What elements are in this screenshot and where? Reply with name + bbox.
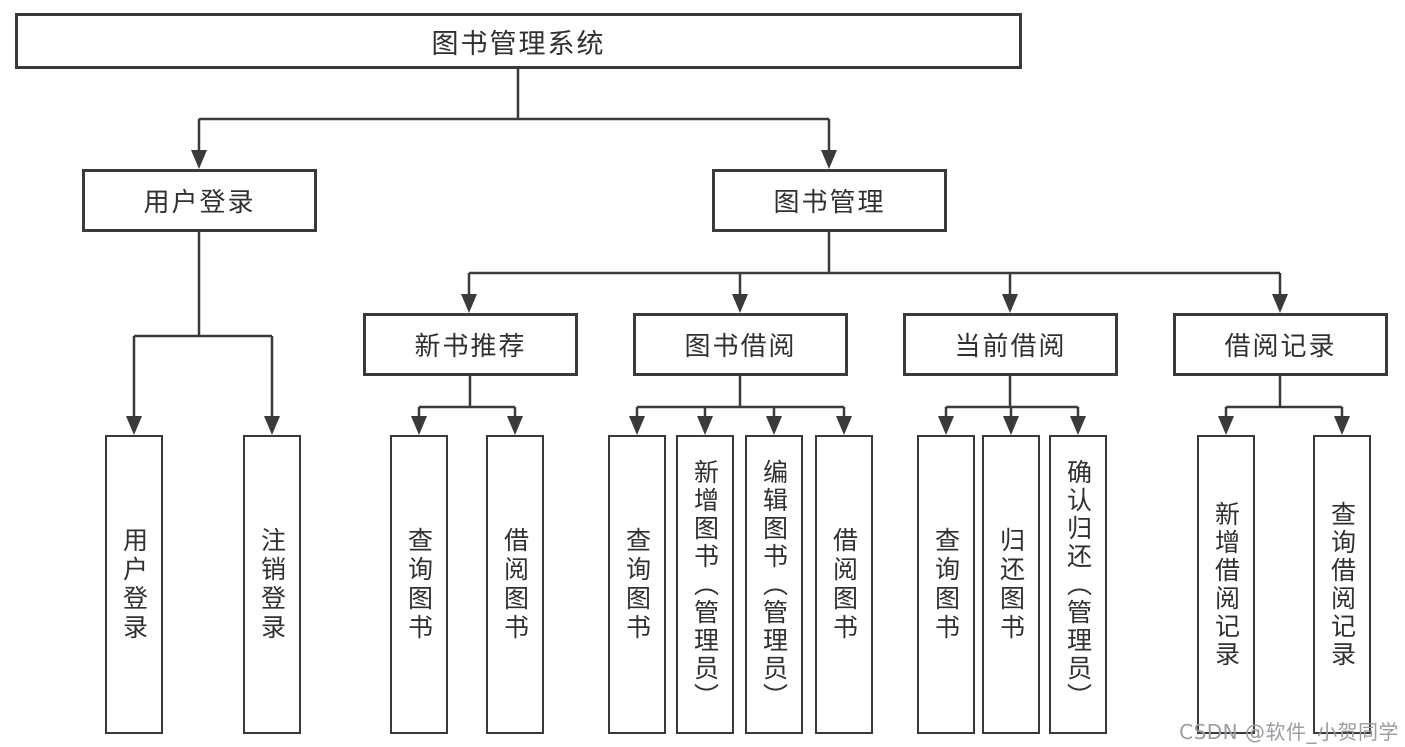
leaf-br-add-record-label: 新增借阅记录 <box>1211 500 1241 669</box>
node-user-login-label: 用户登录 <box>143 188 256 218</box>
node-root-label: 图书管理系统 <box>431 28 606 60</box>
leaf-cb-return-book: 归还图书 <box>982 435 1040 734</box>
csdn-watermark: CSDN @软件_小贺同学 <box>1179 720 1399 744</box>
node-book-management: 图书管理 <box>712 169 947 232</box>
leaf-user-login-label: 用户登录 <box>119 526 149 643</box>
leaf-br-add-record: 新增借阅记录 <box>1197 435 1255 734</box>
leaf-user-login: 用户登录 <box>105 435 163 734</box>
node-book-borrow-label: 图书借阅 <box>684 332 797 362</box>
leaf-cb-query-book: 查询图书 <box>917 435 975 734</box>
leaf-bb-add-book-admin: 新增图书（管理员） <box>676 435 734 734</box>
node-new-book-recommend: 新书推荐 <box>363 313 578 376</box>
leaf-bb-borrow-book: 借阅图书 <box>815 435 873 734</box>
leaf-nb-query-book-label: 查询图书 <box>404 526 434 643</box>
node-current-borrow: 当前借阅 <box>903 313 1118 376</box>
node-borrow-records: 借阅记录 <box>1173 313 1388 376</box>
leaf-cb-confirm-return-admin: 确认归还（管理员） <box>1049 435 1107 734</box>
leaf-logout: 注销登录 <box>243 435 301 734</box>
leaf-bb-edit-book-admin-label: 编辑图书（管理员） <box>759 458 789 711</box>
node-borrow-records-label: 借阅记录 <box>1224 332 1337 362</box>
arrowheads <box>126 150 1350 435</box>
leaf-nb-query-book: 查询图书 <box>390 435 448 734</box>
node-new-book-recommend-label: 新书推荐 <box>414 332 527 362</box>
leaf-nb-borrow-book-label: 借阅图书 <box>500 526 530 643</box>
leaf-cb-query-book-label: 查询图书 <box>931 526 961 643</box>
leaf-nb-borrow-book: 借阅图书 <box>486 435 544 734</box>
node-user-login: 用户登录 <box>82 169 317 232</box>
node-book-management-label: 图书管理 <box>773 188 886 218</box>
node-book-borrow: 图书借阅 <box>633 313 848 376</box>
leaf-logout-label: 注销登录 <box>257 526 287 643</box>
node-root: 图书管理系统 <box>15 13 1022 69</box>
leaf-bb-edit-book-admin: 编辑图书（管理员） <box>745 435 803 734</box>
leaf-bb-add-book-admin-label: 新增图书（管理员） <box>690 458 720 711</box>
leaf-cb-confirm-return-admin-label: 确认归还（管理员） <box>1063 458 1093 711</box>
leaf-br-query-record-label: 查询借阅记录 <box>1327 500 1357 669</box>
leaf-br-query-record: 查询借阅记录 <box>1313 435 1371 734</box>
node-current-borrow-label: 当前借阅 <box>954 332 1067 362</box>
leaf-bb-query-book-label: 查询图书 <box>622 526 652 643</box>
leaf-cb-return-book-label: 归还图书 <box>996 526 1026 643</box>
leaf-bb-query-book: 查询图书 <box>608 435 666 734</box>
leaf-bb-borrow-book-label: 借阅图书 <box>829 526 859 643</box>
